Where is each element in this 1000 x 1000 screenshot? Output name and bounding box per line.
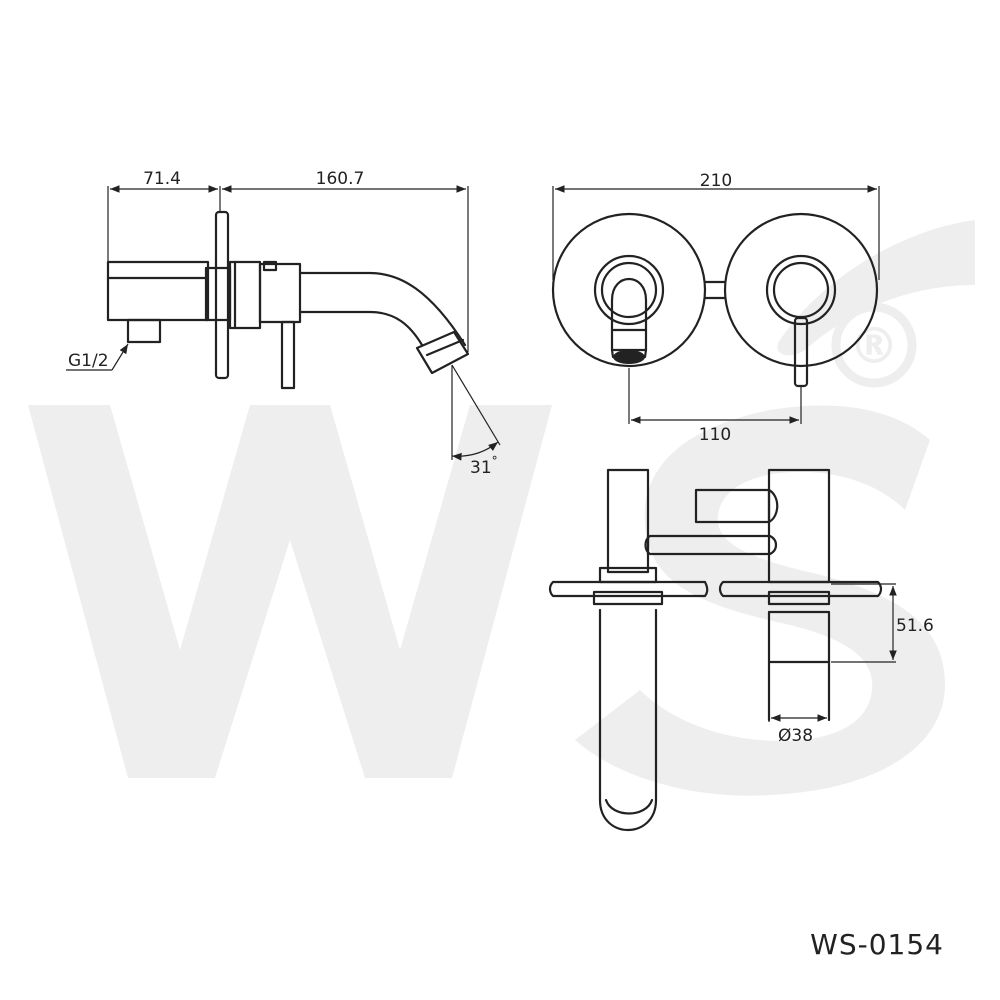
- svg-text:®: ®: [849, 317, 899, 375]
- watermark-letter-s: [575, 405, 945, 796]
- dim-diameter-label: Ø38: [778, 726, 813, 746]
- inlet-connector: [126, 318, 162, 344]
- lever-plate-front: [723, 212, 879, 368]
- spout-side: [298, 271, 467, 347]
- plate-top-left: [548, 580, 709, 598]
- wall-plate-side: [214, 210, 230, 380]
- registered-mark: ®: [831, 302, 917, 388]
- dim-lever-height-label: 51.6: [896, 616, 934, 636]
- lever-side: [280, 320, 296, 390]
- escutcheon-ring: [204, 266, 232, 322]
- plate-top-right: [718, 580, 883, 598]
- watermark: [28, 220, 975, 796]
- dim-angle-label: 31°: [470, 454, 498, 478]
- dim-centers-label: 110: [699, 425, 731, 445]
- dim-thread-label: G1/2: [68, 351, 109, 371]
- top-view: 51.6 Ø38: [548, 468, 934, 832]
- side-view: 71.4 160.7 31° G1/2: [66, 169, 501, 478]
- aerator: [415, 330, 470, 375]
- valve-body: [106, 260, 210, 322]
- dim-plate-width-label: 210: [700, 171, 732, 191]
- model-code: WS-0154: [810, 928, 944, 961]
- spout-front: [610, 277, 648, 352]
- lever-top: [694, 488, 771, 524]
- watermark-letter-w: [28, 405, 552, 778]
- front-view: 210 110: [551, 171, 880, 445]
- dim-projection-label: 160.7: [316, 169, 365, 189]
- spout-top: [606, 468, 650, 574]
- dim-depth-label: 71.4: [143, 169, 181, 189]
- spout-plate-front: [551, 212, 707, 368]
